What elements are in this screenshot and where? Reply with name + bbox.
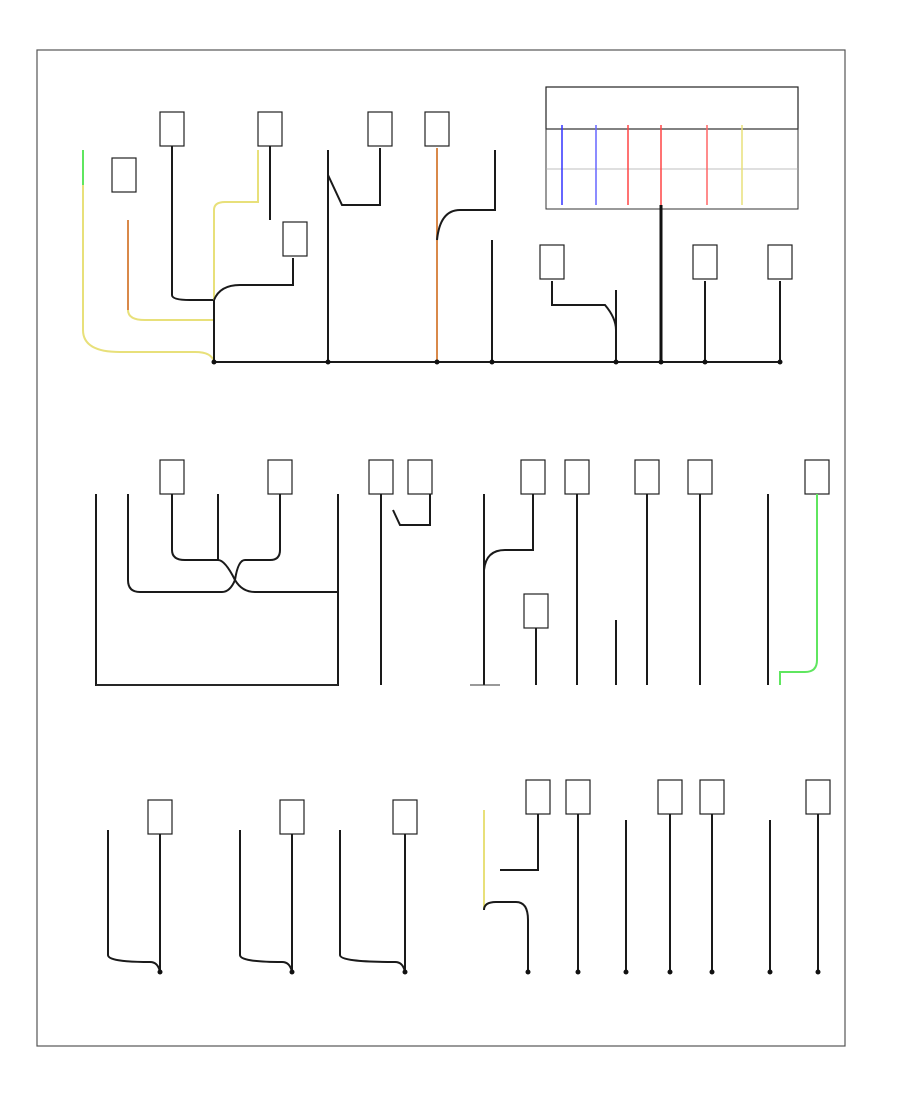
wire-black bbox=[171, 494, 338, 593]
wire-black bbox=[127, 494, 236, 593]
component-box bbox=[159, 111, 185, 147]
section-bottom bbox=[107, 779, 831, 975]
wire-black bbox=[327, 148, 381, 206]
component-box bbox=[634, 459, 660, 495]
component-box bbox=[564, 459, 590, 495]
component-box bbox=[279, 799, 305, 835]
splice-dot bbox=[402, 969, 408, 975]
component-box bbox=[539, 244, 565, 280]
component-box bbox=[159, 459, 185, 495]
splice-dot bbox=[709, 969, 715, 975]
wire-black bbox=[234, 494, 281, 581]
wire-black bbox=[392, 494, 431, 526]
splice-dot bbox=[777, 359, 783, 365]
splice-dot bbox=[702, 359, 708, 365]
splice-dot bbox=[815, 969, 821, 975]
component-box bbox=[367, 111, 393, 147]
wire-black bbox=[339, 830, 406, 973]
component-box bbox=[804, 459, 830, 495]
component-box bbox=[407, 459, 433, 495]
component-box bbox=[699, 779, 725, 815]
wire-black bbox=[483, 901, 529, 972]
component-box bbox=[767, 244, 793, 280]
component-box bbox=[520, 459, 546, 495]
splice-dot bbox=[623, 969, 629, 975]
component-box bbox=[565, 779, 591, 815]
splice-dot bbox=[289, 969, 295, 975]
splice-dot bbox=[211, 359, 217, 365]
component-box bbox=[282, 221, 308, 257]
section-top bbox=[82, 86, 799, 365]
wire-black bbox=[239, 830, 293, 973]
component-box bbox=[257, 111, 283, 147]
component-box bbox=[523, 593, 549, 629]
component-box bbox=[805, 779, 831, 815]
wire-green bbox=[779, 494, 818, 685]
section-middle bbox=[95, 459, 830, 686]
wire-black bbox=[436, 150, 496, 241]
component-box bbox=[368, 459, 394, 495]
splice-dot bbox=[325, 359, 331, 365]
component-box bbox=[267, 459, 293, 495]
splice-dot bbox=[667, 969, 673, 975]
splice-dot bbox=[613, 359, 619, 365]
wire-black bbox=[500, 814, 539, 871]
component-box bbox=[687, 459, 713, 495]
wire-black bbox=[213, 258, 294, 301]
wire-black bbox=[107, 830, 161, 973]
splice-dot bbox=[575, 969, 581, 975]
wire-black bbox=[171, 146, 214, 301]
component-box bbox=[147, 799, 173, 835]
diagram-frame bbox=[36, 49, 846, 1047]
splice-dot bbox=[767, 969, 773, 975]
wire-black bbox=[551, 281, 617, 362]
wire-yellow bbox=[213, 150, 259, 300]
component-box bbox=[392, 799, 418, 835]
splice-dot bbox=[489, 359, 495, 365]
wire-black bbox=[483, 494, 534, 571]
component-box bbox=[424, 111, 450, 147]
component-box bbox=[525, 779, 551, 815]
splice-dot bbox=[157, 969, 163, 975]
component-box bbox=[692, 244, 718, 280]
wire-yellow bbox=[82, 150, 215, 363]
component-box bbox=[111, 157, 137, 193]
splice-dot bbox=[658, 359, 664, 365]
splice-dot bbox=[525, 969, 531, 975]
splice-dot bbox=[434, 359, 440, 365]
fuse-relay-block bbox=[545, 86, 799, 130]
component-box bbox=[657, 779, 683, 815]
wire-yellow bbox=[127, 309, 214, 321]
